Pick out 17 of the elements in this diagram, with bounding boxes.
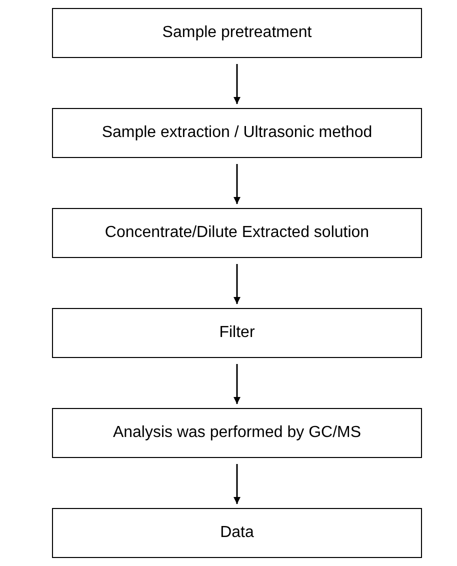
- step-label: Sample extraction / Ultrasonic method: [100, 124, 374, 142]
- step-label: Sample pretreatment: [161, 24, 313, 42]
- arrow: [234, 64, 240, 104]
- process-box: [52, 408, 422, 458]
- process-box: [52, 108, 422, 158]
- process-box: [52, 308, 422, 358]
- step-label: Data: [219, 524, 255, 542]
- arrow: [234, 364, 240, 404]
- process-box: [52, 508, 422, 558]
- process-box: [52, 8, 422, 58]
- step-label: Filter: [218, 324, 256, 342]
- step-label: Analysis was performed by GC/MS: [112, 424, 362, 442]
- arrow: [234, 164, 240, 204]
- step-label: Concentrate/Dilute Extracted solution: [104, 224, 370, 242]
- process-box: [52, 208, 422, 258]
- arrow: [234, 264, 240, 304]
- arrow: [234, 464, 240, 504]
